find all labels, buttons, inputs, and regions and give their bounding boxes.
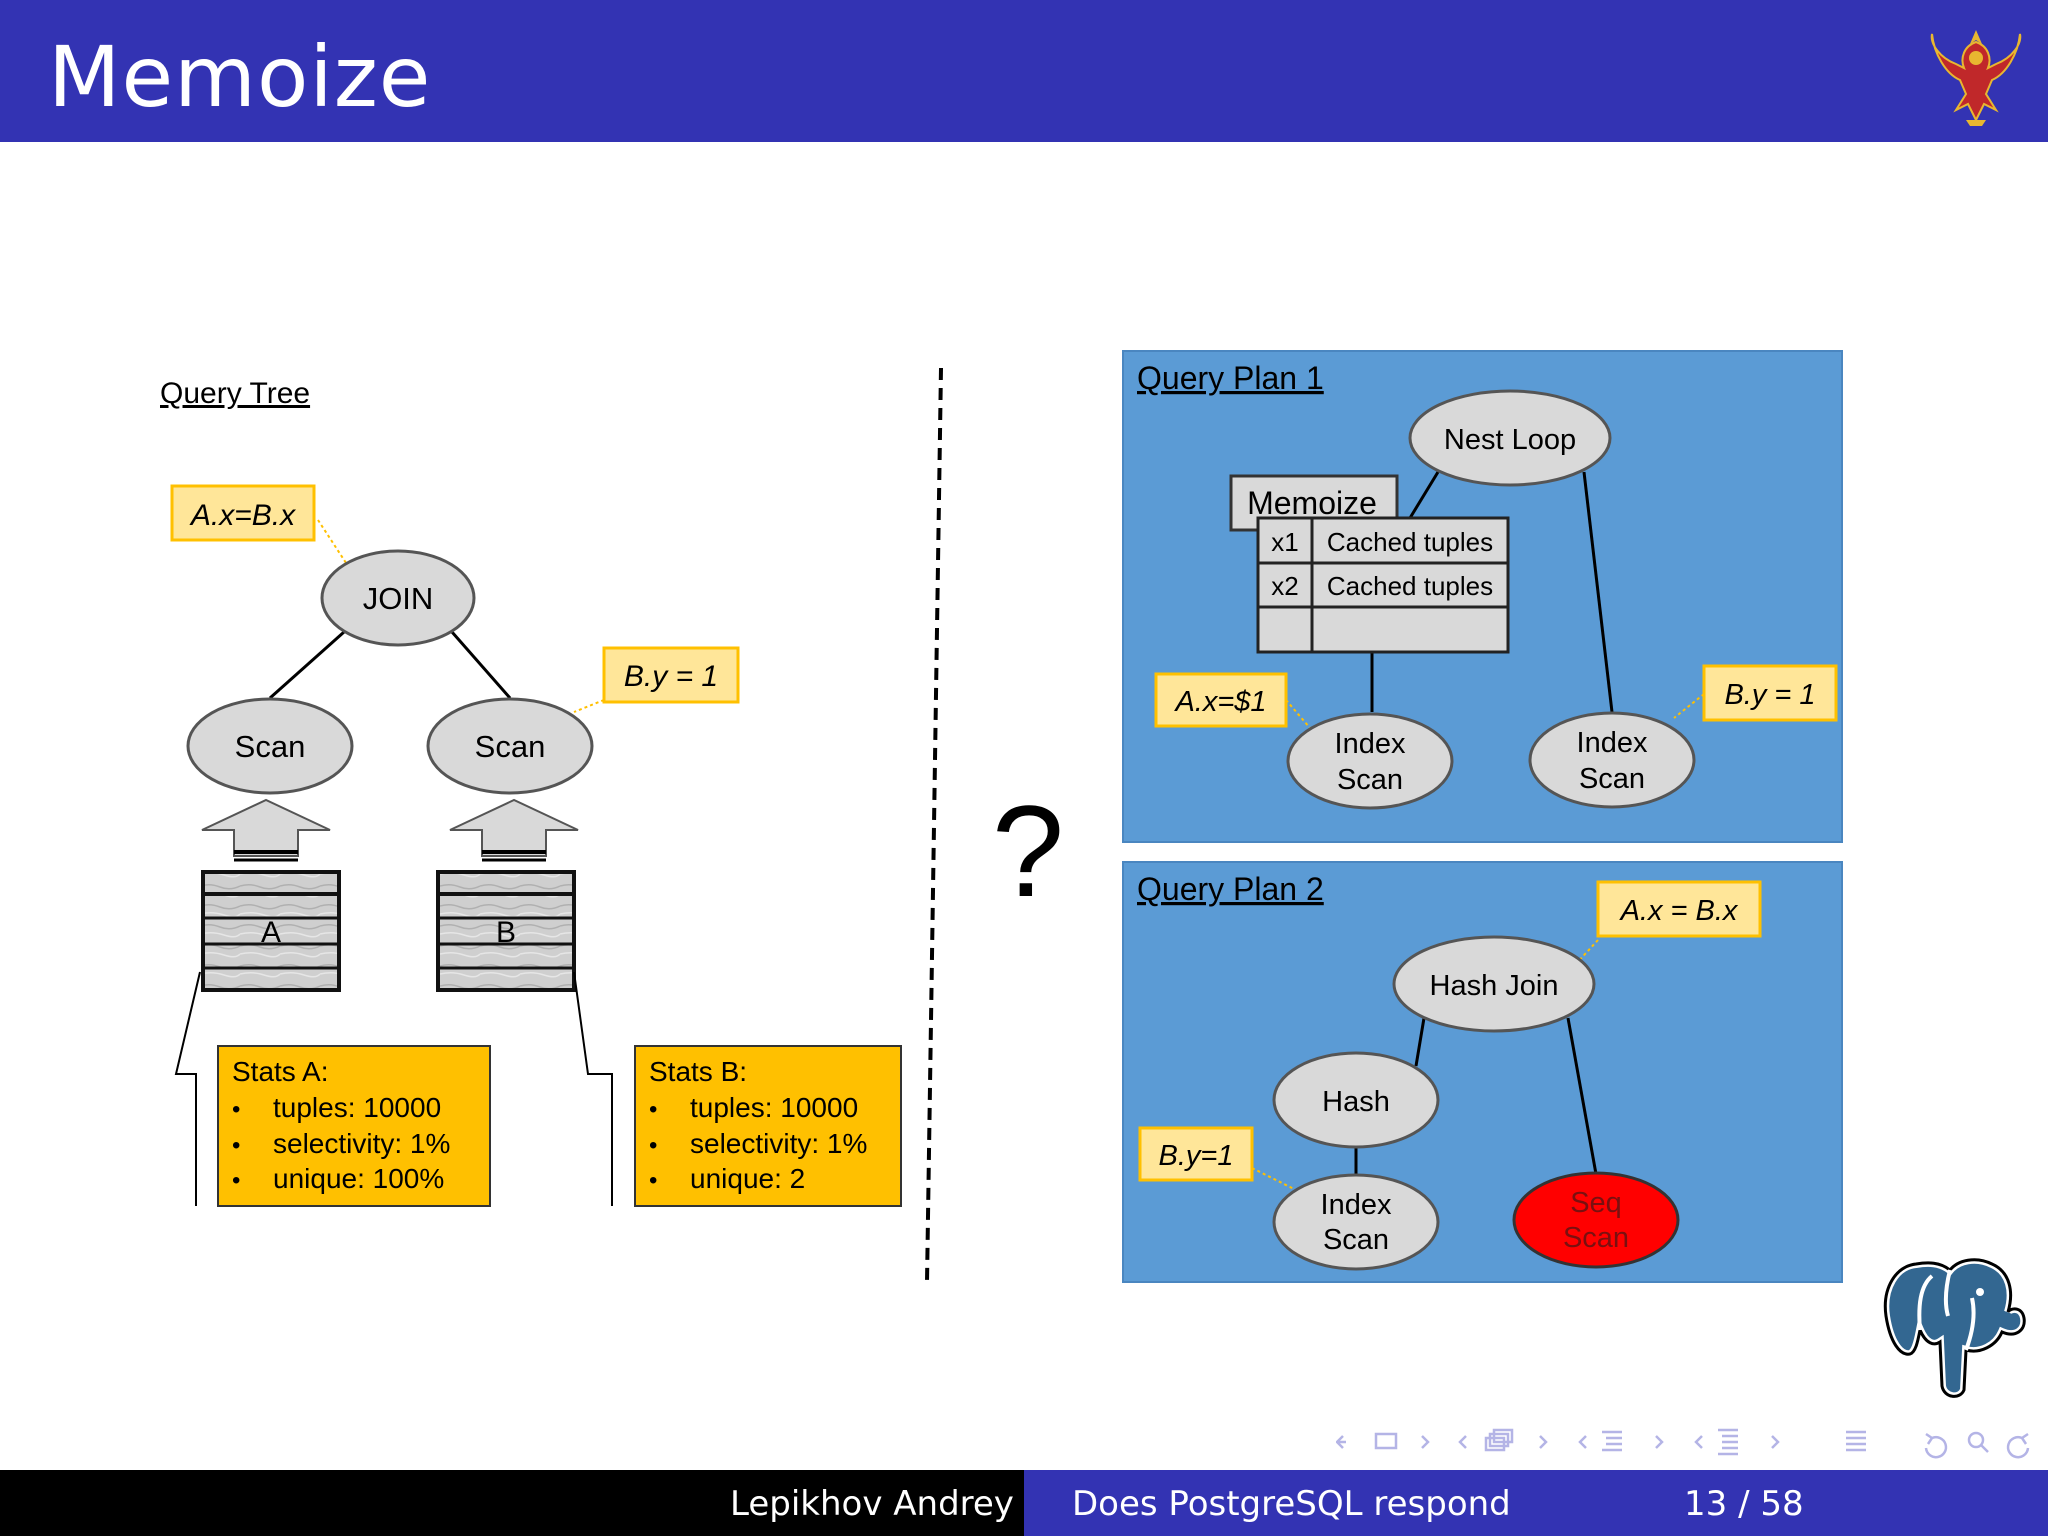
- plan2-join-condition-note: [1596, 880, 1762, 938]
- seq-scan-line: Seq: [1570, 1187, 1622, 1219]
- index-scan-right-line: Scan: [1579, 763, 1645, 795]
- footer-author: Lepikhov Andrey: [730, 1484, 1014, 1524]
- plan2-index-scan-node: [1272, 1173, 1440, 1271]
- stats-b-box: [634, 1045, 902, 1207]
- seq-scan-line: Scan: [1563, 1222, 1629, 1254]
- index-scan-left-line: Index: [1335, 728, 1406, 760]
- query-tree-heading: Query Tree: [160, 377, 310, 410]
- hash-join-node: [1392, 935, 1596, 1033]
- memoize-label: Memoize: [1247, 485, 1377, 521]
- seq-scan-node: [1512, 1171, 1680, 1269]
- svg-text:•: •: [232, 1132, 240, 1159]
- plan2-index-scan-line: Scan: [1323, 1224, 1389, 1256]
- stats-a-item: tuples: 10000: [273, 1092, 441, 1123]
- hash-node: [1272, 1051, 1440, 1149]
- stats-a-box: [217, 1045, 491, 1207]
- stats-b-item: unique: 2: [690, 1163, 805, 1194]
- stats-b-item: tuples: 10000: [690, 1092, 858, 1123]
- hash-join-label: Hash Join: [1430, 970, 1559, 1002]
- cache-table: [1256, 516, 1510, 654]
- join-label: JOIN: [363, 581, 434, 616]
- svg-text:•: •: [649, 1167, 657, 1194]
- question-mark: ?: [992, 778, 1064, 924]
- join-condition-text: A.x=B.x: [189, 499, 296, 532]
- svg-text:•: •: [232, 1167, 240, 1194]
- param-filter-text: A.x=$1: [1173, 686, 1266, 718]
- slide-title: Memoize: [48, 28, 432, 126]
- scan-left-node: [186, 697, 354, 795]
- table-b-icon: [436, 870, 576, 992]
- filter-b-note: [602, 646, 740, 704]
- stats-b-item: selectivity: 1%: [690, 1128, 867, 1159]
- plan1-filter-note: [1702, 664, 1838, 722]
- index-scan-left-node: [1286, 712, 1454, 810]
- plan2-filter-note: [1138, 1126, 1254, 1182]
- footer-talk-title: Does PostgreSQL respond: [1072, 1484, 1511, 1524]
- postgresql-elephant-icon: [1881, 1255, 2029, 1401]
- join-node: [320, 549, 476, 647]
- slide-footer: Lepikhov Andrey Does PostgreSQL respond …: [0, 1470, 2048, 1536]
- hash-label: Hash: [1322, 1086, 1390, 1118]
- footer-page-number: 13 / 58: [1684, 1484, 1804, 1524]
- nav-document-icon[interactable]: [1694, 1428, 1780, 1456]
- svg-text:•: •: [649, 1096, 657, 1123]
- index-scan-left-line: Scan: [1337, 764, 1403, 796]
- scan-left-label: Scan: [235, 729, 306, 764]
- nest-loop-label: Nest Loop: [1444, 424, 1576, 456]
- scan-right-label: Scan: [475, 729, 546, 764]
- param-filter-note: [1154, 672, 1288, 728]
- stats-b-title: Stats B:: [649, 1056, 747, 1087]
- plan2-join-condition-text: A.x = B.x: [1619, 895, 1739, 927]
- svg-text:•: •: [232, 1096, 240, 1123]
- table-a-label: A: [261, 916, 281, 949]
- index-scan-right-node: [1528, 711, 1696, 809]
- svg-text:•: •: [649, 1132, 657, 1159]
- table-a-icon: [201, 870, 341, 992]
- nav-section-icon[interactable]: [1578, 1430, 1664, 1452]
- footer-talk-panel: Does PostgreSQL respond 13 / 58: [1024, 1470, 2048, 1536]
- nav-frame-icon[interactable]: [1336, 1432, 1430, 1450]
- filter-b-text: B.y = 1: [624, 660, 718, 693]
- plan2-index-scan-line: Index: [1321, 1189, 1392, 1221]
- table-b-label: B: [496, 916, 516, 949]
- garuda-emblem-icon: [1930, 30, 2022, 126]
- plan1-filter-text: B.y = 1: [1724, 679, 1815, 711]
- cache-value: Cached tuples: [1327, 571, 1493, 601]
- plan1-heading: Query Plan 1: [1137, 360, 1324, 396]
- nav-subsection-icon[interactable]: [1458, 1428, 1548, 1452]
- cache-key: x2: [1271, 571, 1298, 601]
- index-scan-right-line: Index: [1577, 727, 1648, 759]
- nest-loop-node: [1408, 389, 1612, 487]
- stats-a-title: Stats A:: [232, 1056, 329, 1087]
- divider-line: [925, 367, 943, 1283]
- plan2-filter-text: B.y=1: [1159, 1140, 1234, 1172]
- arrow-up-left-icon: [201, 798, 331, 857]
- cache-key: x1: [1271, 527, 1298, 557]
- plan2-heading: Query Plan 2: [1137, 871, 1324, 907]
- arrow-up-right-icon: [449, 798, 579, 857]
- stats-a-item: selectivity: 1%: [273, 1128, 450, 1159]
- cache-value: Cached tuples: [1327, 527, 1493, 557]
- join-condition-note: [170, 484, 316, 542]
- nav-appendix-icon[interactable]: [1846, 1430, 1866, 1452]
- slide-header: Memoize: [0, 0, 2048, 142]
- scan-right-node: [426, 697, 594, 795]
- beamer-navigation[interactable]: [1336, 1424, 2036, 1460]
- footer-author-panel: Lepikhov Andrey: [0, 1470, 1024, 1536]
- stats-a-item: unique: 100%: [273, 1163, 444, 1194]
- nav-back-forward-icon[interactable]: [1924, 1431, 2030, 1459]
